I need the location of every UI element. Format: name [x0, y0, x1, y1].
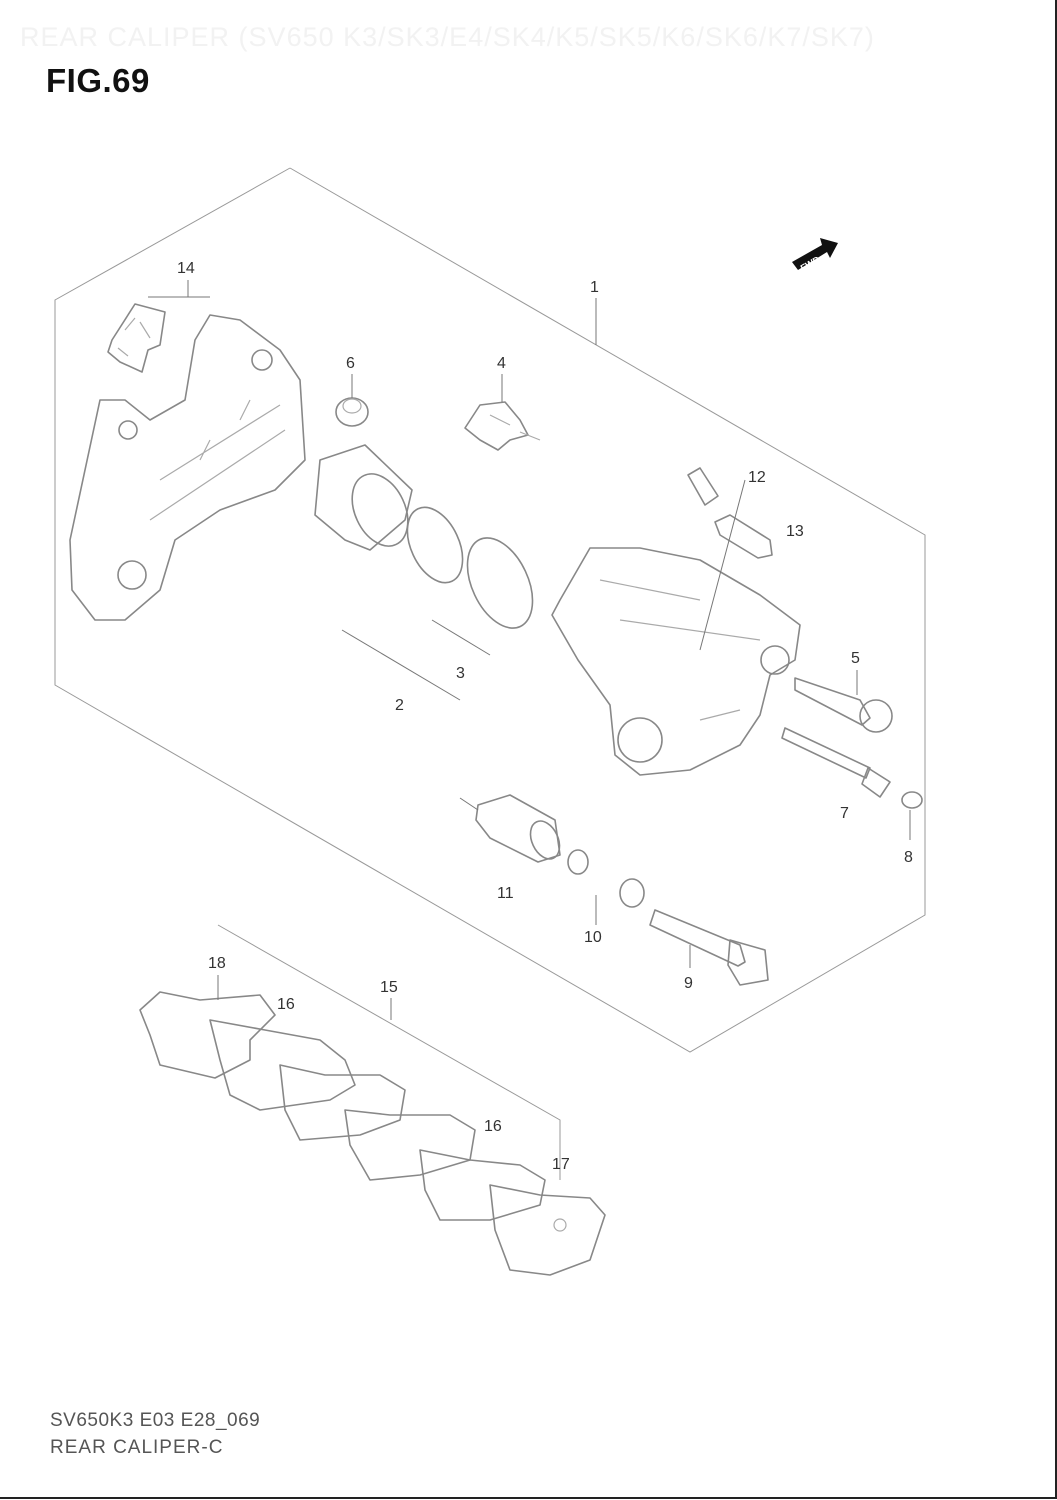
diagram-code: SV650K3 E03 E28_069	[50, 1410, 261, 1431]
pad-spring-part	[464, 401, 541, 451]
callout-10: 10	[584, 929, 602, 946]
union-part	[714, 514, 773, 559]
piston-part	[314, 444, 413, 551]
pin-boot-part	[901, 791, 923, 809]
callout-16-lower: 16	[484, 1118, 502, 1135]
sleeve-part	[567, 849, 645, 908]
callout-2: 2	[395, 697, 404, 714]
callout-17: 17	[552, 1156, 570, 1173]
diagram-name: REAR CALIPER-C	[50, 1437, 224, 1458]
callout-14: 14	[177, 260, 195, 277]
leader-lines	[148, 280, 911, 1020]
slide-pin-part	[781, 727, 891, 798]
callout-7: 7	[840, 805, 849, 822]
callout-15: 15	[380, 979, 398, 996]
callout-16-upper: 16	[277, 996, 295, 1013]
assembly-boundary	[54, 167, 926, 1053]
callout-18: 18	[208, 955, 226, 972]
callout-8: 8	[904, 849, 913, 866]
diagram-heading: REAR CALIPER (SV650 K3/SK3/E4/SK4/K5/SK5…	[20, 22, 875, 52]
callout-3: 3	[456, 665, 465, 682]
caliper-bracket-part	[69, 303, 306, 621]
callout-6: 6	[346, 355, 355, 372]
callout-11: 11	[497, 885, 514, 902]
callout-12: 12	[748, 469, 766, 486]
caliper-bolt-part	[649, 909, 769, 986]
callout-5: 5	[851, 650, 860, 667]
fwd-arrow-icon: FWD	[792, 238, 838, 273]
slide-pin-bolt-part	[794, 677, 893, 733]
slide-boot-part	[475, 794, 561, 863]
callout-4: 4	[497, 355, 506, 372]
pad-group-boundary	[217, 924, 561, 1180]
bleeder-cap-part	[335, 397, 369, 427]
piston-seal-part	[406, 506, 534, 629]
figure-label: FIG.69	[46, 62, 150, 99]
caliper-body-part	[551, 547, 801, 776]
brake-pad-part	[139, 991, 606, 1276]
callout-13: 13	[786, 523, 804, 540]
bleeder-valve-part	[687, 467, 719, 506]
callout-1: 1	[590, 279, 599, 296]
callout-9: 9	[684, 975, 693, 992]
